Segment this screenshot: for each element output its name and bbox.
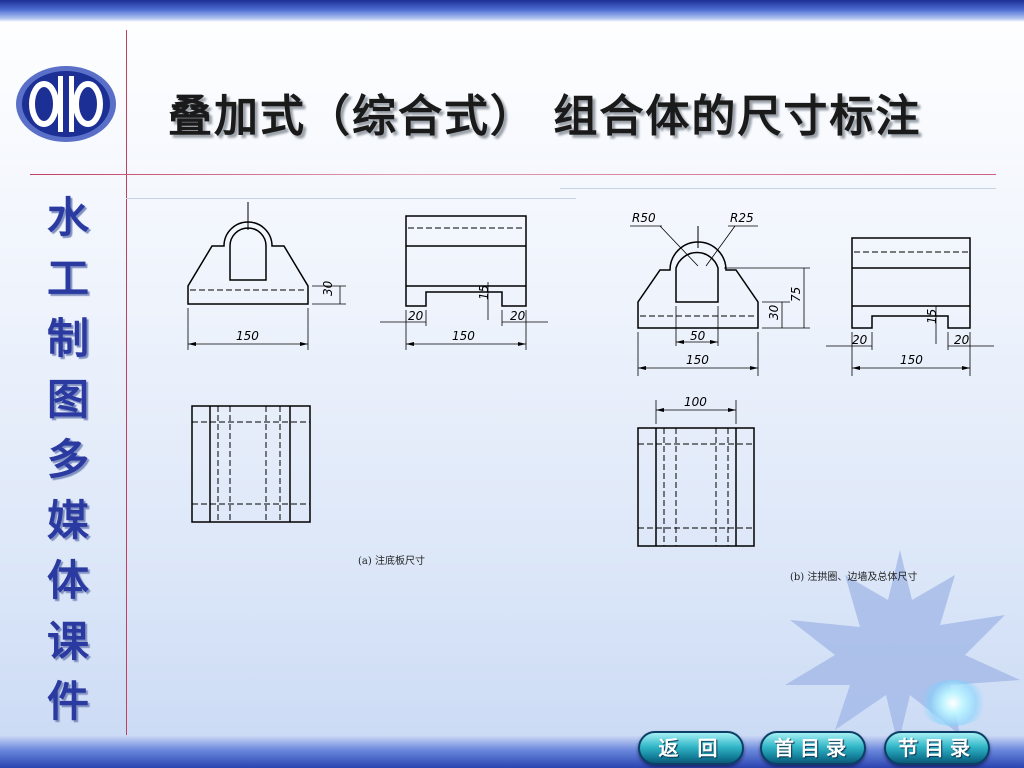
dim-label: 150 xyxy=(236,329,259,343)
vertical-divider xyxy=(126,30,127,735)
dim-label: 150 xyxy=(452,329,475,343)
section-menu-button[interactable]: 节目录 xyxy=(884,731,990,765)
dim-label: 150 xyxy=(900,353,923,367)
dim-label: 20 xyxy=(510,309,526,323)
side-char: 工 xyxy=(46,253,89,303)
dim-label: 20 xyxy=(408,309,424,323)
page-title: 叠加式（综合式） 组合体的尺寸标注 xyxy=(168,91,922,142)
faint-rule xyxy=(560,188,996,189)
dim-label: 75 xyxy=(789,287,803,302)
side-char: 水 xyxy=(46,193,89,242)
horizontal-divider xyxy=(30,174,996,175)
top-view-a xyxy=(191,405,311,523)
side-char: 图 xyxy=(46,374,89,424)
side-char: 课 xyxy=(46,616,89,666)
side-char: 体 xyxy=(46,556,89,605)
top-banner xyxy=(0,0,1024,22)
side-view-b xyxy=(826,237,994,376)
bottom-banner xyxy=(0,735,1024,768)
front-view-a xyxy=(187,202,346,350)
top-view-b xyxy=(637,400,755,547)
dim-label: 15 xyxy=(925,309,939,324)
dim-label: 15 xyxy=(477,285,491,300)
side-title: 水 工 制 图 多 媒 体 课 件 xyxy=(40,190,96,730)
side-char: 制 xyxy=(46,314,89,363)
dim-label: 20 xyxy=(954,333,970,347)
dim-label: 30 xyxy=(321,280,335,296)
dim-label: 30 xyxy=(767,304,781,320)
dim-label: R50 xyxy=(632,211,656,225)
figure-caption-a: (a) 注底板尺寸 xyxy=(358,554,425,567)
dim-label: 50 xyxy=(690,329,706,343)
side-char: 多 xyxy=(46,435,89,484)
side-char: 媒 xyxy=(46,495,89,545)
figure-caption-b: (b) 注拱圈、边墙及总体尺寸 xyxy=(790,570,917,583)
back-button[interactable]: 返 回 xyxy=(638,731,744,765)
dim-label: R25 xyxy=(730,211,754,225)
dim-label: 150 xyxy=(686,353,709,367)
side-view-a xyxy=(380,215,548,350)
logo-icon xyxy=(16,66,116,142)
dim-label: 20 xyxy=(852,333,868,347)
dim-label: 100 xyxy=(684,395,707,409)
home-menu-button[interactable]: 首目录 xyxy=(760,731,866,765)
front-view-b xyxy=(630,225,810,376)
side-char: 件 xyxy=(46,677,89,726)
glow-decoration xyxy=(918,680,988,726)
faint-rule xyxy=(126,198,576,199)
maple-leaf-decoration xyxy=(785,550,1020,745)
